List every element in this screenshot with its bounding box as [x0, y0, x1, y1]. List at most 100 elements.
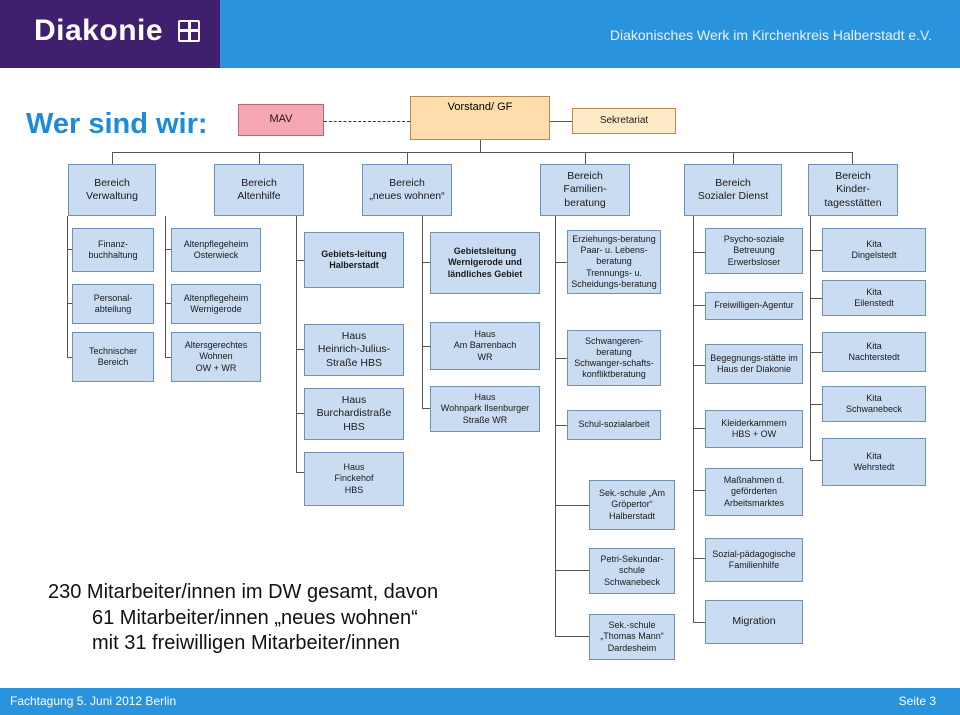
box-altenpflegeheim-wernigerode: Altenpflegeheim Wernigerode [171, 284, 261, 324]
mav-dashed-connector [324, 121, 410, 122]
conn [296, 260, 304, 261]
logo-block [0, 0, 220, 68]
conn [810, 298, 822, 299]
box-freiwilligen-agentur: Freiwilligen-Agentur [705, 292, 803, 320]
conn [810, 404, 822, 405]
conn [67, 249, 72, 250]
mav-box: MAV [238, 104, 324, 136]
spine-wohnen-a [296, 216, 297, 472]
box-haus-wohnpark-ilsenburger: Haus Wohnpark Ilsenburger Straße WR [430, 386, 540, 432]
footer-event: Fachtagung 5. Juni 2012 Berlin [10, 694, 177, 708]
spine-kita [810, 216, 811, 460]
box-kita-nachterstedt: Kita Nachterstedt [822, 332, 926, 372]
conn [555, 358, 567, 359]
summary-line-1: 230 Mitarbeiter/innen im DW gesamt, davo… [48, 581, 439, 603]
sekretariat-box: Sekretariat [572, 108, 676, 134]
box-erziehungsberatung: Erziehungs-beratung Paar- u. Lebens- ber… [567, 230, 661, 294]
box-sozialpaedagogische-familienhilfe: Sozial-pädagogische Familienhilfe [705, 538, 803, 582]
diakonie-cross-icon [178, 20, 200, 42]
bereich-verwaltung: Bereich Verwaltung [68, 164, 156, 216]
box-schwangerenberatung: Schwangeren- beratung Schwanger-schafts-… [567, 330, 661, 386]
summary-line-2: 61 Mitarbeiter/innen „neues wohnen“ [92, 606, 418, 629]
box-personalabteilung: Personal- abteilung [72, 284, 154, 324]
conn [555, 505, 589, 506]
box-gebietsleitung-wernigerode: Gebietsleitung Wernigerode und ländliche… [430, 232, 540, 294]
conn [422, 408, 430, 409]
bereich-drop-2 [259, 152, 260, 164]
organization-name: Diakonisches Werk im Kirchenkreis Halber… [609, 27, 932, 43]
page-title: Wer sind wir: [26, 108, 208, 140]
conn [693, 365, 705, 366]
box-gebietsleitung-halberstadt: Gebiets-leitung Halberstadt [304, 232, 404, 288]
footer-bar [0, 688, 960, 715]
bereiche-bus-line [112, 152, 852, 153]
box-finanzbuchhaltung: Finanz- buchhaltung [72, 228, 154, 272]
conn [693, 622, 705, 623]
conn [555, 425, 567, 426]
box-sek-schule-thomas-mann: Sek.-schule „Thomas Mann“ Dardesheim [589, 614, 675, 660]
conn [422, 262, 430, 263]
box-altersgerechtes-wohnen: Altersgerechtes Wohnen OW + WR [171, 332, 261, 382]
conn [810, 460, 822, 461]
conn [422, 346, 430, 347]
conn [165, 249, 171, 250]
bereich-drop-3 [407, 152, 408, 164]
summary-line-3: mit 31 freiwilligen Mitarbeiter/innen [92, 632, 400, 655]
box-migration: Migration [705, 600, 803, 644]
bereich-familienberatung: Bereich Familien- beratung [540, 164, 630, 216]
conn [810, 352, 822, 353]
page-number: Seite 3 [898, 694, 936, 708]
bereich-kindertagesstaetten: Bereich Kinder- tagesstätten [808, 164, 898, 216]
spine-altenhilfe [165, 216, 166, 358]
box-haus-am-barrenbach: Haus Am Barrenbach WR [430, 322, 540, 370]
conn [555, 570, 589, 571]
spine-sozial [693, 216, 694, 622]
box-psychosoziale-betreuung: Psycho-soziale Betreuung Erwerbsloser [705, 228, 803, 274]
conn [555, 262, 567, 263]
conn [165, 303, 171, 304]
box-haus-finckehof: Haus Finckehof HBS [304, 452, 404, 506]
box-altenpflegeheim-osterwieck: Altenpflegeheim Osterwieck [171, 228, 261, 272]
diakonie-logo: Diakonie [34, 14, 164, 47]
conn [693, 428, 705, 429]
conn [810, 250, 822, 251]
box-haus-heinrich-julius-strasse: Haus Heinrich-Julius- Straße HBS [304, 324, 404, 376]
box-kita-schwanebeck: Kita Schwanebeck [822, 386, 926, 422]
conn [693, 305, 705, 306]
conn [296, 413, 304, 414]
staff-summary: 230 Mitarbeiter/innen im DW gesamt, davo… [48, 580, 438, 657]
conn [555, 636, 589, 637]
box-petri-sekundarschule: Petri-Sekundar- schule Schwanebeck [589, 548, 675, 594]
box-haus-burchardistrasse: Haus Burchardistraße HBS [304, 388, 404, 440]
vorstand-box: Vorstand/ GF [410, 96, 550, 140]
box-kita-dingelstedt: Kita Dingelstedt [822, 228, 926, 272]
conn [693, 252, 705, 253]
conn [67, 357, 72, 358]
box-schulsozialarbeit: Schul-sozialarbeit [567, 410, 661, 440]
bereich-drop-1 [112, 152, 113, 164]
bereich-drop-5 [733, 152, 734, 164]
bereich-drop-6 [852, 152, 853, 164]
box-kita-eilenstedt: Kita Eilenstedt [822, 280, 926, 316]
box-technischer-bereich: Technischer Bereich [72, 332, 154, 382]
conn [296, 472, 304, 473]
box-kleiderkammern: Kleiderkammern HBS + OW [705, 410, 803, 448]
conn [165, 357, 171, 358]
vorstand-down-line [480, 140, 481, 152]
box-sek-schule-groepertor: Sek.-schule „Am Gröpertor“ Halberstadt [589, 480, 675, 530]
sekretariat-connector [550, 121, 572, 122]
vorstand-label: Vorstand/ GF [447, 101, 513, 113]
spine-wohnen-b [422, 216, 423, 408]
bereich-sozialer-dienst: Bereich Sozialer Dienst [684, 164, 782, 216]
bereich-drop-4 [585, 152, 586, 164]
box-massnahmen-arbeitsmarkt: Maßnahmen d. geförderten Arbeitsmarktes [705, 468, 803, 516]
conn [693, 490, 705, 491]
box-kita-wehrstedt: Kita Wehrstedt [822, 438, 926, 486]
conn [67, 303, 72, 304]
box-begegnungsstaette: Begegnungs-stätte im Haus der Diakonie [705, 344, 803, 384]
conn [693, 558, 705, 559]
bereich-neues-wohnen: Bereich „neues wohnen“ [362, 164, 452, 216]
spine-verwaltung [67, 216, 68, 358]
bereich-altenhilfe: Bereich Altenhilfe [214, 164, 304, 216]
conn [296, 349, 304, 350]
